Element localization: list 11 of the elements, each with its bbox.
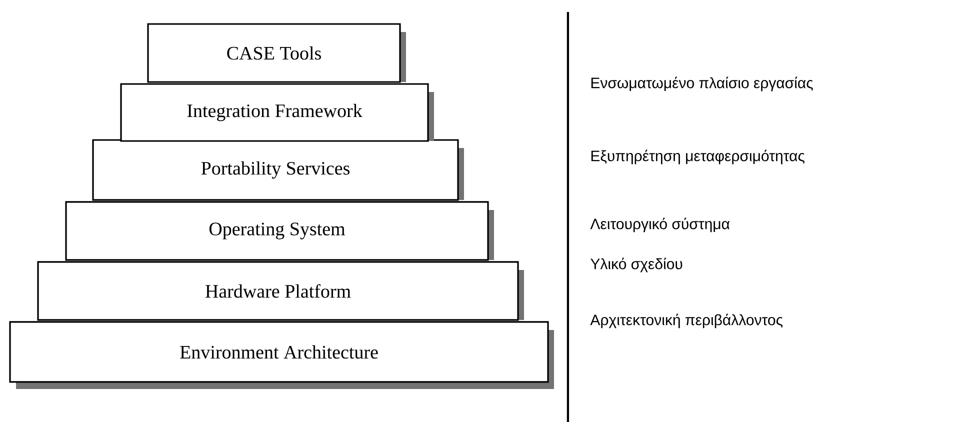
layer-label: Λειτουργικό σύστημα: [590, 218, 730, 232]
layer-box: CASE Tools: [147, 23, 406, 83]
layer-box: Operating System: [65, 201, 494, 261]
layer-box: Environment Architecture: [9, 321, 554, 389]
layer-box: Portability Services: [92, 139, 464, 201]
layer-label: Υλικό σχεδίου: [590, 258, 682, 272]
layer-label: Εξυπηρέτηση μεταφερσιμότητας: [591, 150, 804, 164]
layer-box: Hardware Platform: [37, 261, 524, 321]
layer-label: Ενσωματωμένο πλαίσιο εργασίας: [591, 76, 813, 92]
layer-label: Αρχιτεκτονική περιβάλλοντος: [590, 314, 783, 328]
layer-box: Integration Framework: [120, 83, 434, 142]
